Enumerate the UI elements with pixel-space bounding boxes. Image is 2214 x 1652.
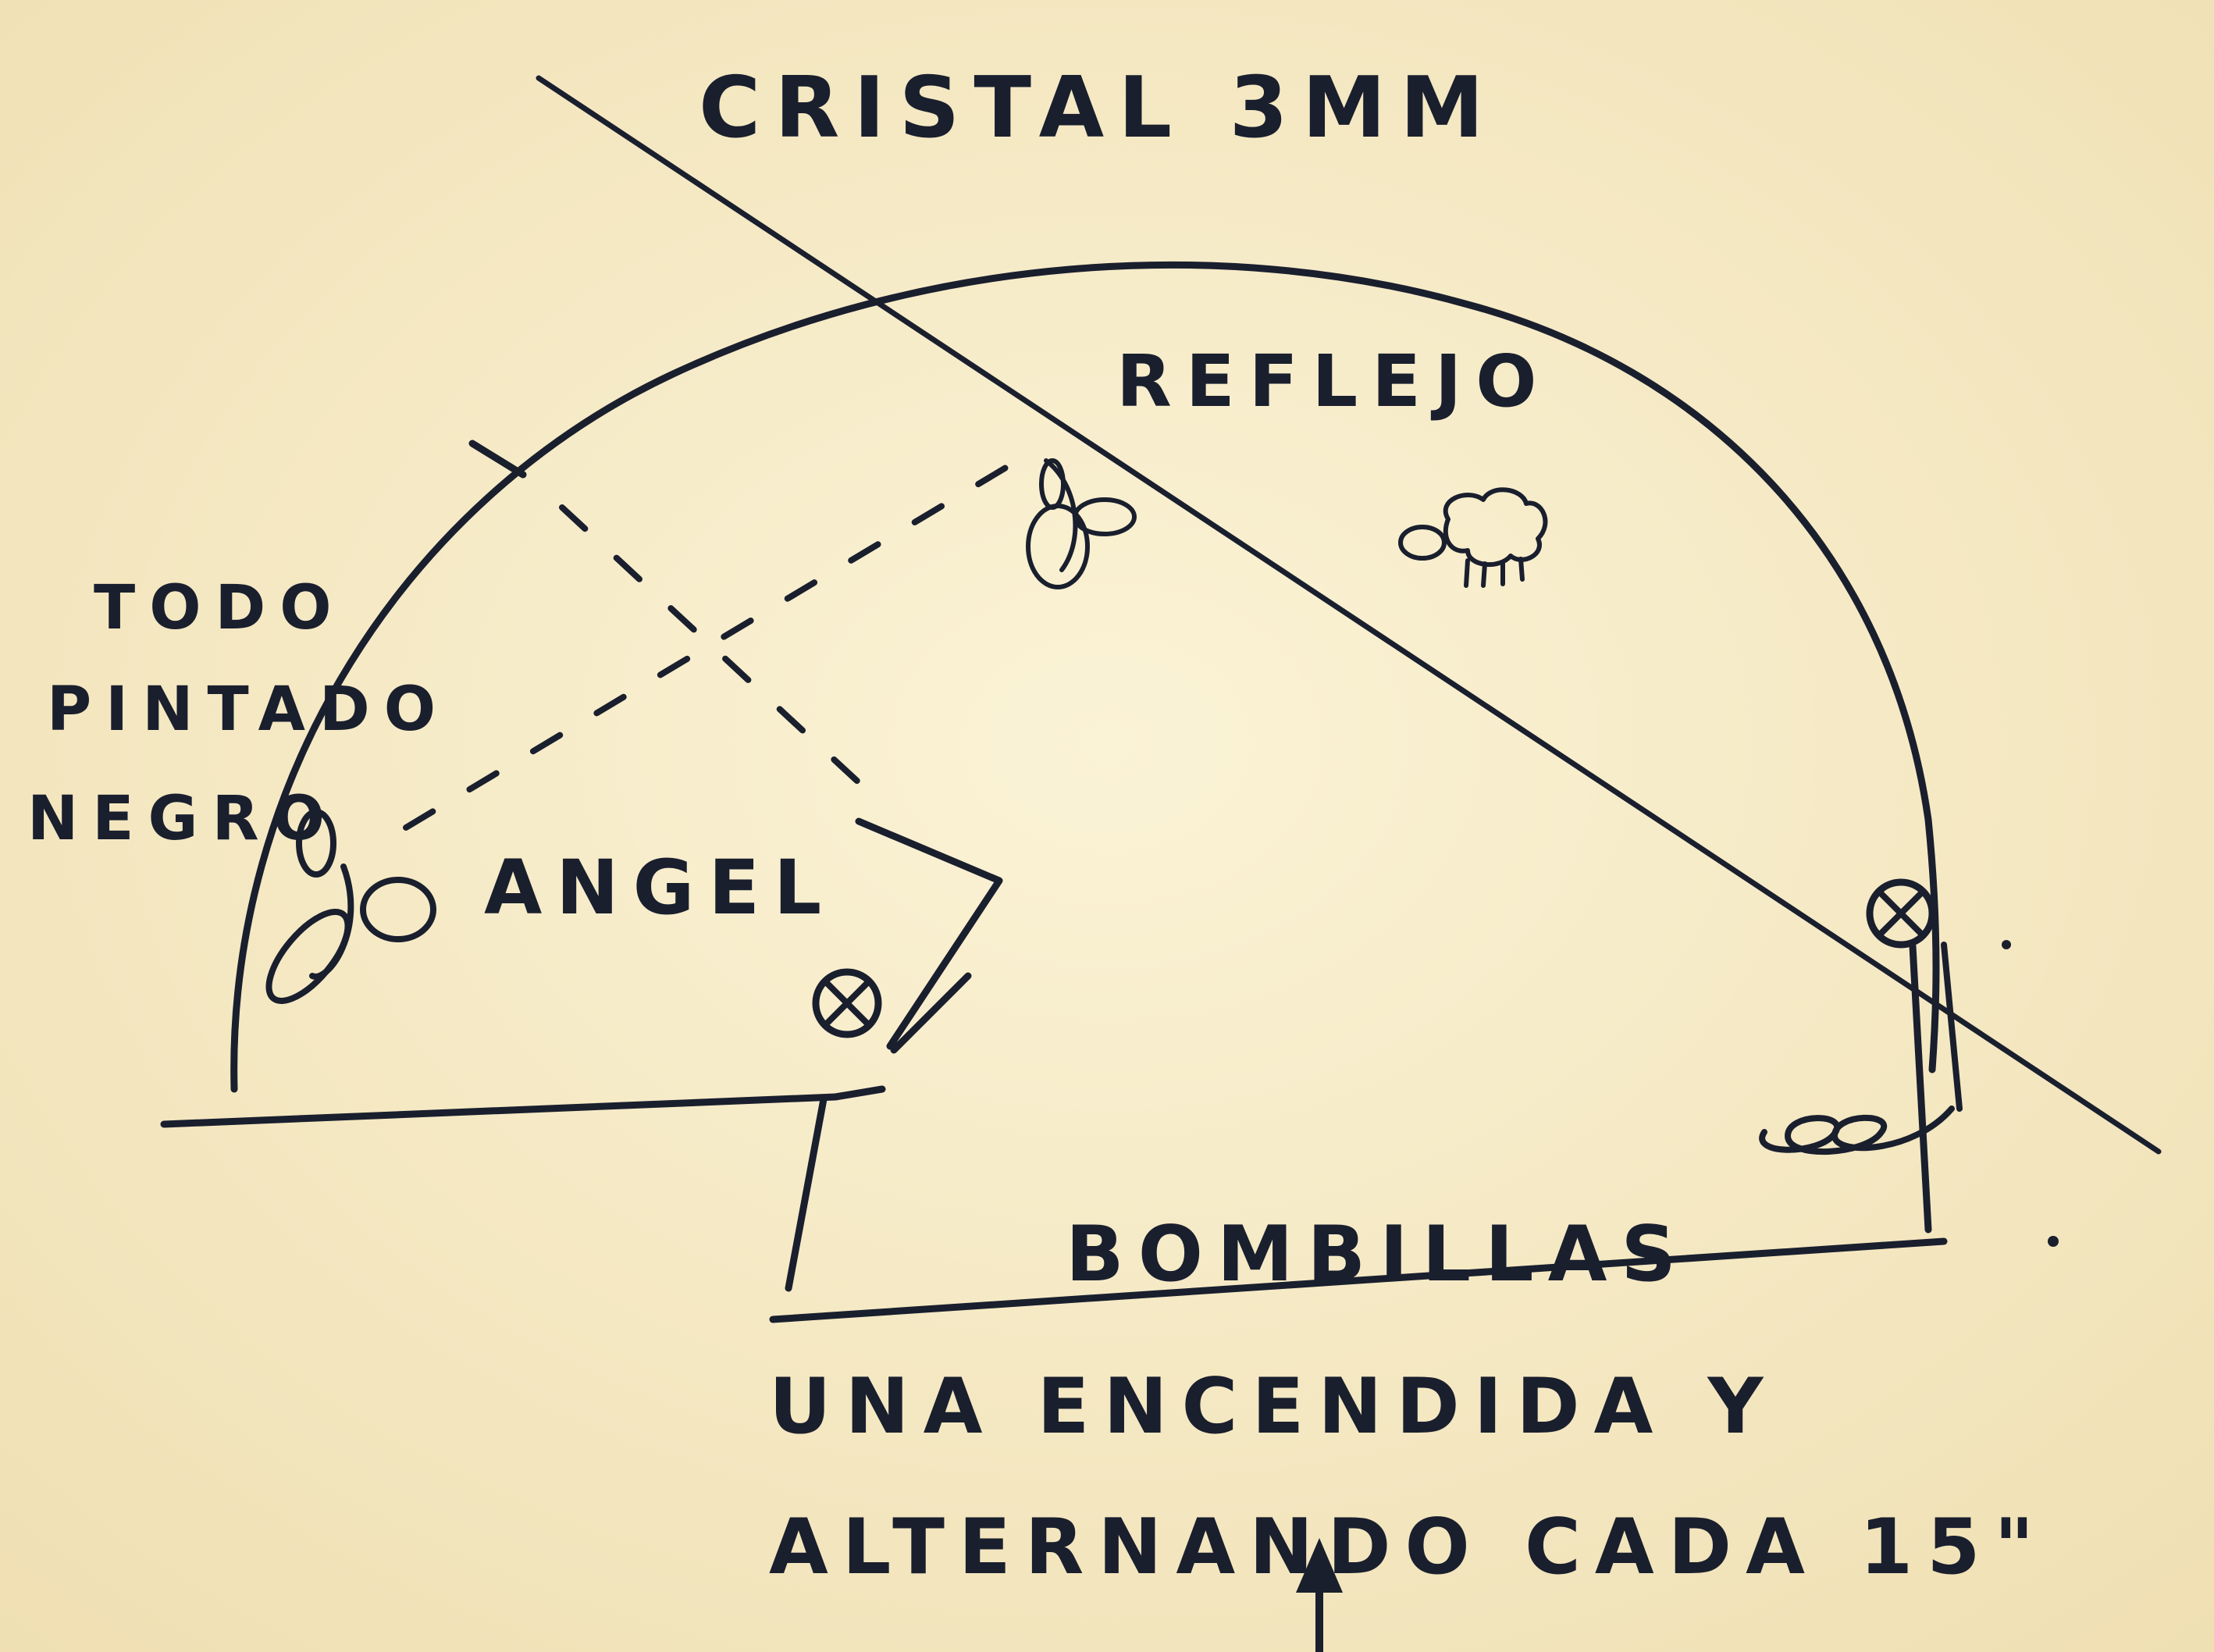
left-bulb-stem xyxy=(785,1095,828,1292)
floor-left xyxy=(160,1093,839,1128)
panel-base xyxy=(831,1085,886,1101)
right-bulb-x-2 xyxy=(1877,889,1925,938)
right-stand-inner xyxy=(1941,942,1963,1112)
right-stand xyxy=(1909,942,1932,1234)
dome-arc xyxy=(230,261,1940,1093)
label-una-encendida: UNA ENCENDIDA Y xyxy=(769,1362,1778,1451)
coil xyxy=(1759,1105,1955,1155)
label-angel: ANGEL xyxy=(484,844,835,931)
sight-line-2 xyxy=(403,450,1034,831)
label-alternando: ALTERNANDO CADA 15" xyxy=(769,1503,2048,1592)
sight-line-1 xyxy=(559,504,885,807)
left-bulb-circle xyxy=(812,968,882,1038)
left-bulb-x-2 xyxy=(823,979,871,1027)
dome-tick xyxy=(468,440,527,479)
label-cristal: CRISTAL 3MM xyxy=(699,59,1498,157)
angel-figure xyxy=(265,809,436,1004)
glass-sheet-line xyxy=(536,75,2162,1155)
sheep-doodle xyxy=(1398,487,1548,588)
base-line xyxy=(769,1237,1948,1323)
reflector-panel xyxy=(855,817,1003,1050)
label-bombillas: BOMBILLAS xyxy=(1066,1210,1690,1299)
angel-reflection xyxy=(1026,458,1137,589)
right-bulb-circle xyxy=(1866,878,1936,949)
label-pintado: PINTADO xyxy=(47,675,450,745)
label-reflejo: REFLEJO xyxy=(1116,340,1550,423)
stray-mark xyxy=(2002,940,2011,949)
label-negro: NEGRO xyxy=(27,784,339,854)
panel-lower-edge xyxy=(890,972,972,1054)
label-todo: TODO xyxy=(94,573,346,643)
arrow-head xyxy=(1296,1538,1343,1593)
stray-mark xyxy=(2048,1236,2059,1247)
